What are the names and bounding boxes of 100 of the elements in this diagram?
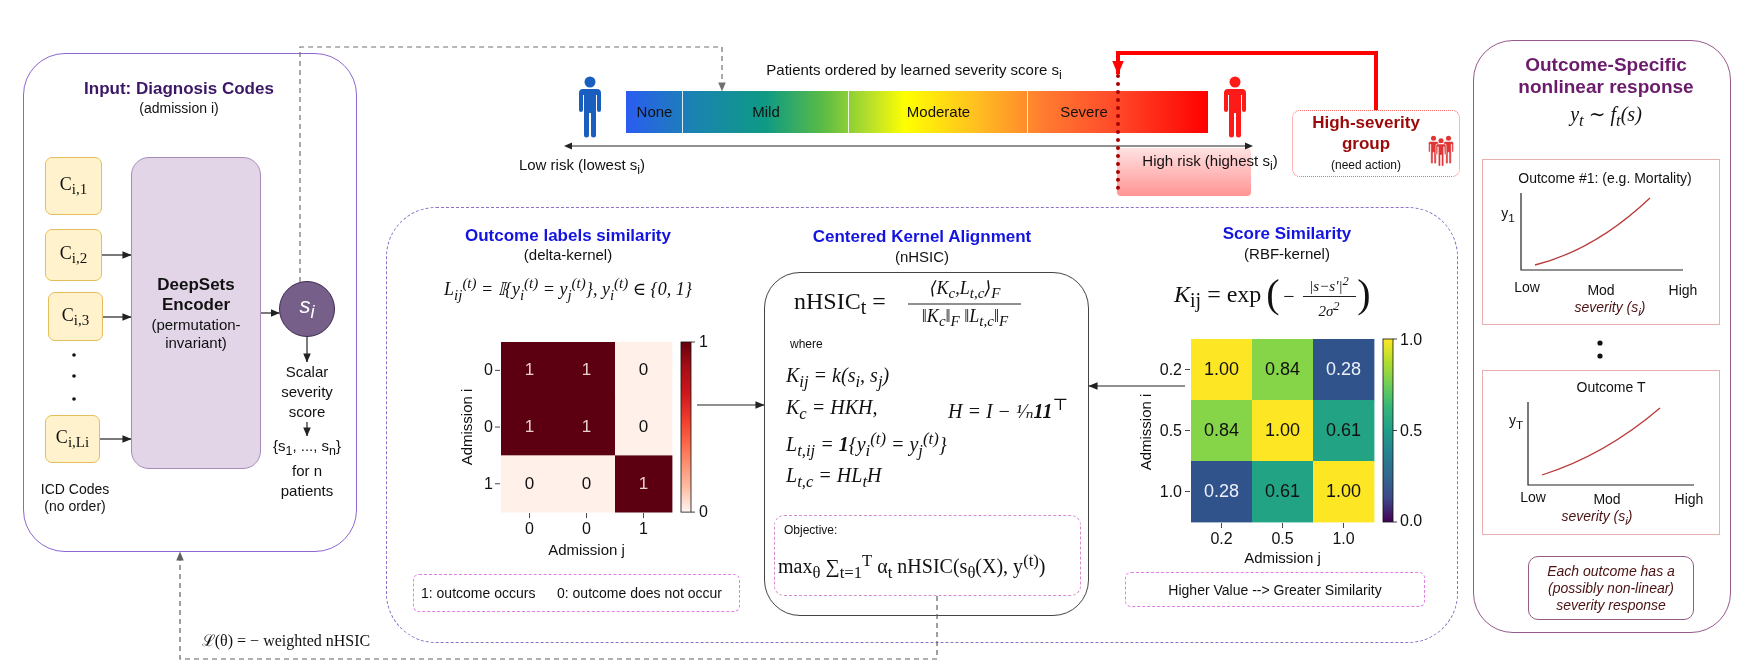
code-box <box>48 292 103 341</box>
formula-sign: − <box>1283 284 1295 308</box>
axis-tick-label: 0 <box>484 360 493 380</box>
objective-title: Objective: <box>784 522 838 538</box>
axis-tick-label: Mod <box>1593 490 1621 508</box>
axis-tick-label: 0.2 <box>1210 529 1233 549</box>
panel-title: Input: Diagnosis Codes <box>84 78 274 100</box>
formula-note: where <box>790 336 823 352</box>
colorbar-tick-label: 1.0 <box>1400 330 1423 350</box>
formula-parenthesis: ) <box>1357 274 1371 314</box>
cell-value: 1.00 <box>1326 480 1361 503</box>
legend-box <box>413 574 740 612</box>
arrow <box>101 251 132 259</box>
formula: nHSIC$_{t}$ = <box>794 286 886 320</box>
axis-title: Admission j <box>1244 549 1321 567</box>
arrow <box>260 309 280 317</box>
formula: K$_{c}$ = HKH, <box>786 394 878 424</box>
arrow <box>1112 51 1378 110</box>
axis-tick-label: 0.5 <box>1159 420 1182 441</box>
dashed-container <box>386 207 1458 643</box>
arrow <box>696 401 765 409</box>
caption: ICD Codes (no order) <box>39 481 111 515</box>
formula: H = I − ¹⁄ₙ11$^{⊤}$ <box>948 395 1069 423</box>
formula: y$_{t}$ ∼ f$_{t}$(s) <box>1570 101 1642 131</box>
legend-text: 1: outcome occurs <box>421 584 536 602</box>
axis-tick-label: High <box>1668 281 1698 299</box>
outcome-panel <box>1473 40 1731 633</box>
arrow <box>99 435 132 443</box>
threshold-line <box>1116 74 1120 190</box>
code-label: C$_{i,2}$ <box>59 242 88 268</box>
axis-tick-label: Low <box>1520 488 1546 506</box>
legend-text: 0: outcome does not occur <box>557 584 722 602</box>
formula: max$_{θ}$ ∑$_{t=1}$$^{T}$ α$_{t}$ nHSIC(s$_{θ}$(X), y$^{(t)}$) <box>778 550 1046 584</box>
axis-tick-label: 0.2 <box>1159 359 1182 380</box>
section-subtitle: (delta-kernel) <box>523 246 613 264</box>
code-label: C$_{i,1}$ <box>59 173 88 199</box>
formula: K$_{ij}$ = k(s$_{i}$, s$_{j}$) <box>786 362 890 392</box>
axis-tick-label: 0 <box>484 417 493 437</box>
encoder-box <box>131 157 261 469</box>
axis-tick-label: 1 <box>639 519 648 539</box>
section-subtitle: (nHSIC) <box>894 248 950 266</box>
section-title: Centered Kernel Alignment <box>812 226 1032 248</box>
code-label: C$_{i,3}$ <box>61 304 90 329</box>
code-box <box>45 157 102 215</box>
formula: L$_{t,ij}$ = 1{y$_{i}$$^{(t)}$ = y$_{j}$$^{(t)}$} <box>786 428 947 462</box>
card-title: Outcome #1: (e.g. Mortality) <box>1518 169 1692 187</box>
encoder-subtitle: (permutation-invariant) <box>150 316 242 352</box>
card-title: Outcome T <box>1576 378 1646 396</box>
score-circle <box>279 281 335 337</box>
cell-value: 0.28 <box>1204 480 1239 503</box>
code-label: C$_{i,Li}$ <box>55 426 90 452</box>
segment-label: Severe <box>1060 103 1108 121</box>
heatmap <box>495 340 697 520</box>
section-title: Score Similarity <box>1222 223 1352 245</box>
colorbar-tick-label: 0 <box>699 502 708 522</box>
axis-tick-label: 1.0 <box>1332 529 1355 549</box>
formula: K$_{ij}$ = exp <box>1174 279 1262 313</box>
score-set-text: {s$_{1}$, ..., s$_{n}$} for n patients <box>267 436 347 501</box>
axis-tick-label: Mod <box>1587 281 1615 299</box>
axis-title: severity (s$_{i}$) <box>1574 299 1646 319</box>
arrow <box>303 336 311 363</box>
score-text: Scalar severity score <box>267 362 347 422</box>
cell-value: 0.61 <box>1326 419 1361 442</box>
panel-subtitle: (admission i) <box>139 99 219 117</box>
axis-title: y$_{1}$ <box>1501 205 1515 225</box>
group-box <box>1292 110 1460 177</box>
encoder-title: DeepSets Encoder <box>156 275 236 315</box>
colorbar-tick-label: 1 <box>699 332 708 352</box>
section-subtitle: (RBF-kernel) <box>1244 245 1330 263</box>
cell-value: 0 <box>638 359 649 381</box>
cell-value: 1 <box>524 416 535 438</box>
formula-denominator: ‖K$_{c}$‖$_{F}$ ‖L$_{t,c}$‖$_{F}$ <box>921 306 1009 330</box>
cell-value: 1 <box>581 359 592 381</box>
axis-tick-label: High <box>1674 490 1704 508</box>
axis-tick-label: 0 <box>525 519 534 539</box>
code-box <box>45 229 102 281</box>
outcome-card <box>1482 159 1720 325</box>
cell-value: 0.84 <box>1265 358 1300 381</box>
formula-box <box>764 272 1089 616</box>
formula: L$_{t,c}$ = HL$_{t}$H <box>786 462 882 492</box>
axis-tick-label: 0 <box>582 519 591 539</box>
note-box <box>1528 556 1694 620</box>
code-box <box>45 415 100 463</box>
scale-label: High risk (highest s$_{i}$) <box>1142 152 1278 174</box>
cell-value: 0 <box>524 473 535 494</box>
group-title: High-severity group <box>1311 112 1421 154</box>
outcome-card <box>1482 370 1720 535</box>
group-note: (need action) <box>1331 157 1401 173</box>
colorbar-tick-label: 0.5 <box>1400 420 1423 441</box>
scale-label: Low risk (lowest s$_{i}$) <box>518 156 646 178</box>
legend-text: Higher Value --> Greater Similarity <box>1168 581 1382 598</box>
formula-numerator: ⟨K$_{c}$,L$_{t,c}$⟩$_{F}$ <box>929 278 1001 302</box>
cell-value: 0 <box>581 473 592 494</box>
panel-title: Outcome-Specific nonlinear response <box>1517 54 1695 98</box>
axis-title: Admission j <box>548 541 625 559</box>
cell-value: 0.28 <box>1326 358 1361 381</box>
input-panel <box>23 53 357 552</box>
axis-title: Admission i <box>458 388 476 466</box>
cell-value: 1 <box>638 473 649 494</box>
cell-value: 0 <box>638 416 649 438</box>
